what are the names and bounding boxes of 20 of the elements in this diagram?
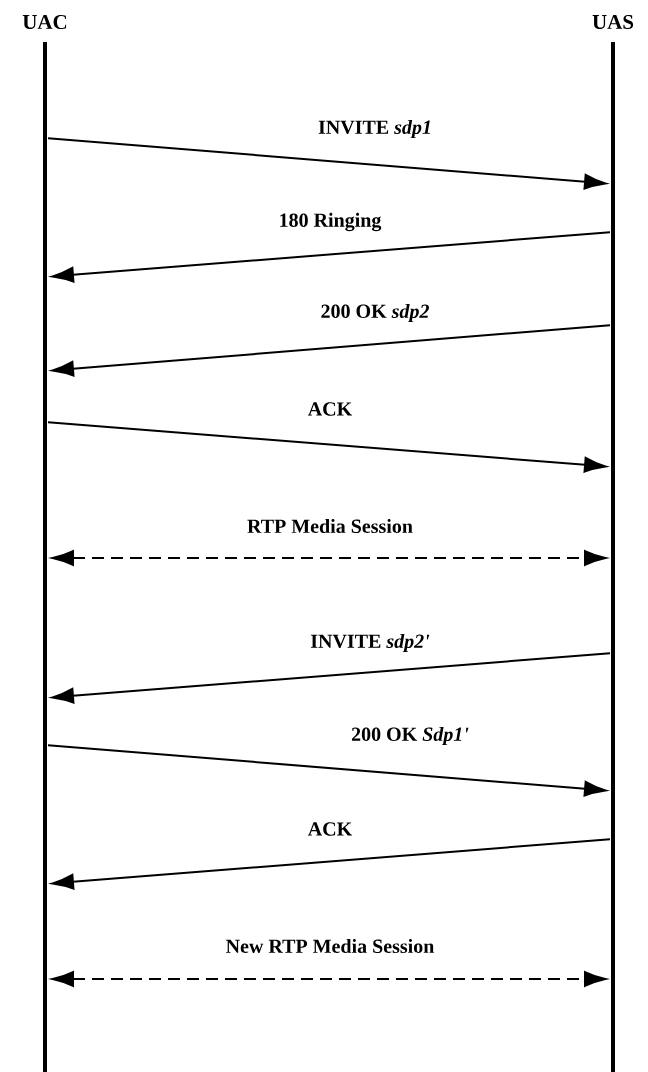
edge-label: INVITE sdp2' [309,632,431,654]
message-arrow [51,550,607,566]
edge-label: ACK [306,821,354,837]
edge-label: 180 Ringing [277,211,383,233]
message-arrow [51,324,611,377]
edge-label: New RTP Media Session [224,937,436,955]
message-arrow [51,971,607,987]
message-arrow [47,137,607,190]
message-arrow [47,421,607,473]
participant-label: UAS [592,14,634,30]
edge-label: 200 OK sdp2 [319,302,431,324]
message-arrow [47,744,607,797]
edge-label: 200 OK Sdp1' [350,725,470,747]
message-arrow [51,838,611,890]
edge-label: INVITE sdp1 [317,118,433,140]
message-arrow [51,652,611,704]
edge-label: RTP Media Session [246,517,414,535]
edge-label: ACK [306,401,354,417]
participant-label: UAC [22,14,67,30]
message-arrow [51,231,611,283]
